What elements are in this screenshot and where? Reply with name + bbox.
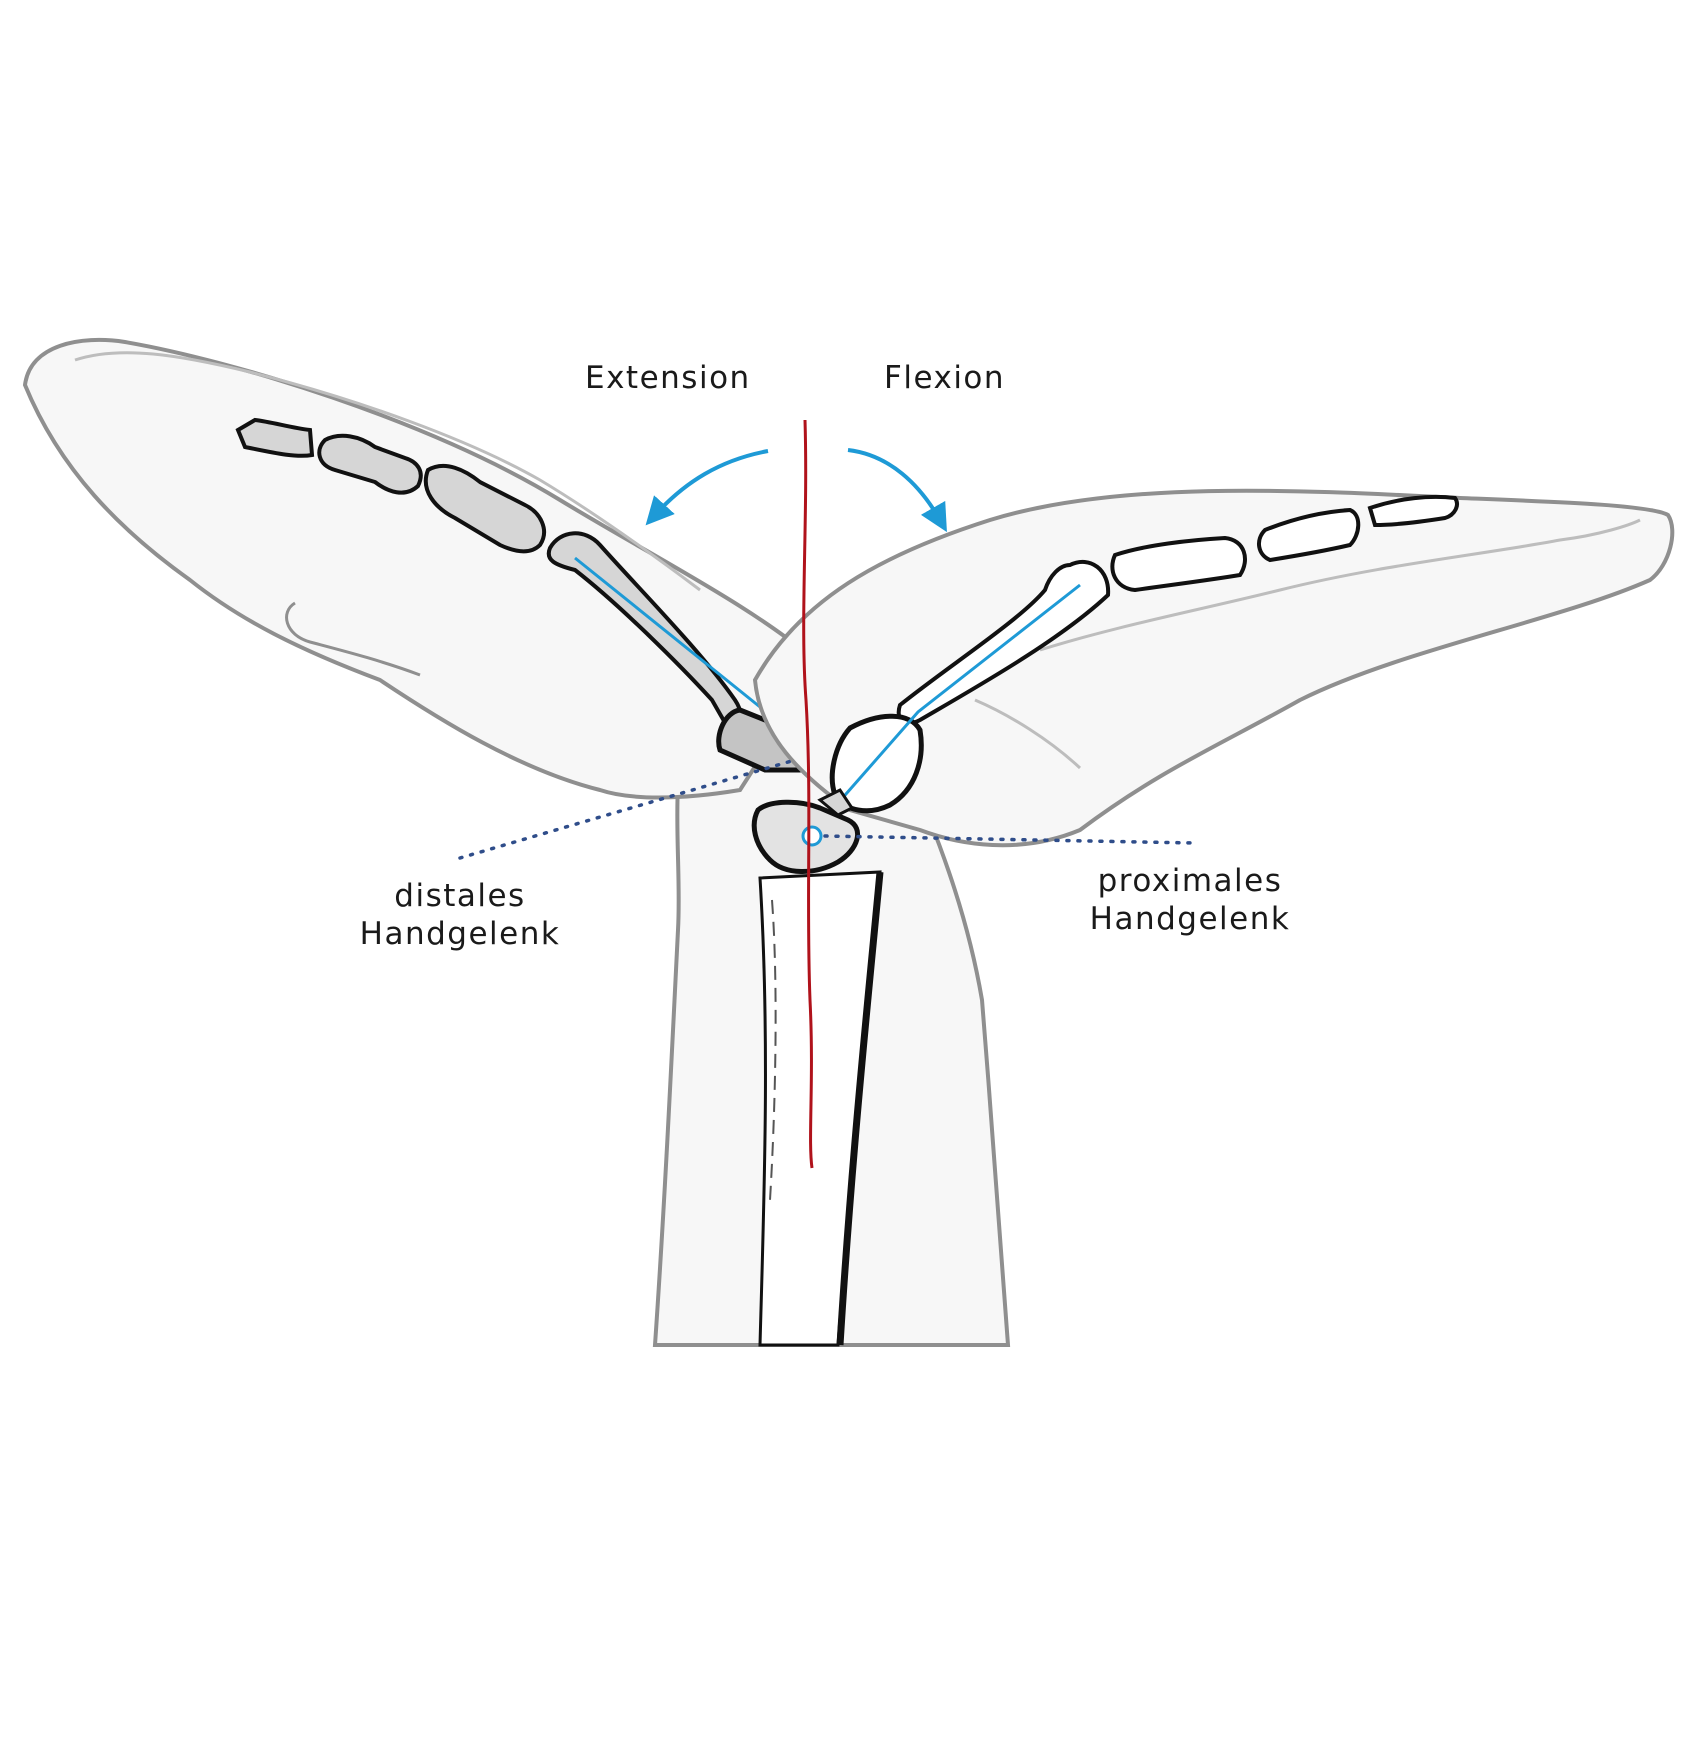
forearm-axis-line: [802, 419, 814, 1169]
extended-thumb-pad: [285, 601, 421, 677]
extended-middle-phalanx: [317, 433, 423, 495]
flexed-hand: [752, 488, 1675, 848]
flexed-carpal-bone: [829, 713, 924, 814]
scaphoid-tip: [817, 788, 855, 817]
extended-proximal-phalanx: [423, 463, 546, 554]
distal-label-line1: distales: [394, 878, 526, 914]
proximal-carpals: [751, 788, 860, 874]
distal-wrist-label: distales Handgelenk: [330, 877, 590, 953]
extended-hand-skin: [22, 337, 823, 800]
extension-arrow: [645, 449, 769, 526]
proximal-label-line1: proximales: [1097, 863, 1283, 899]
flexion-arrow: [847, 448, 947, 533]
flexed-hand-skin: [752, 488, 1675, 848]
forearm: [652, 717, 1011, 1347]
proximal-label-line2: Handgelenk: [1089, 901, 1291, 937]
flexed-middle-phalanx: [1257, 507, 1361, 563]
forearm-inner-line: [769, 899, 777, 1201]
proximal-wrist-label: proximales Handgelenk: [1060, 862, 1320, 938]
radius-edge: [836, 871, 884, 1346]
proximal-leader-line: [823, 834, 1197, 845]
flexion-label: Flexion: [884, 360, 1006, 396]
proximal-wrist-joint-center: [801, 825, 823, 847]
flexed-hand-inner-contour: [1039, 518, 1641, 652]
flexed-axis: [808, 583, 1081, 836]
distal-label-line2: Handgelenk: [359, 916, 561, 952]
extended-hand-inner-contour: [74, 351, 701, 592]
distal-leader-line: [458, 758, 797, 860]
flexed-proximal-phalanx: [1110, 535, 1247, 593]
extension-label: Extension: [585, 360, 751, 396]
flexed-distal-phalanx: [1367, 494, 1459, 528]
extended-distal-phalanx: [235, 417, 315, 458]
flexed-thumb-edge: [974, 698, 1082, 770]
extended-hand: [22, 337, 823, 800]
